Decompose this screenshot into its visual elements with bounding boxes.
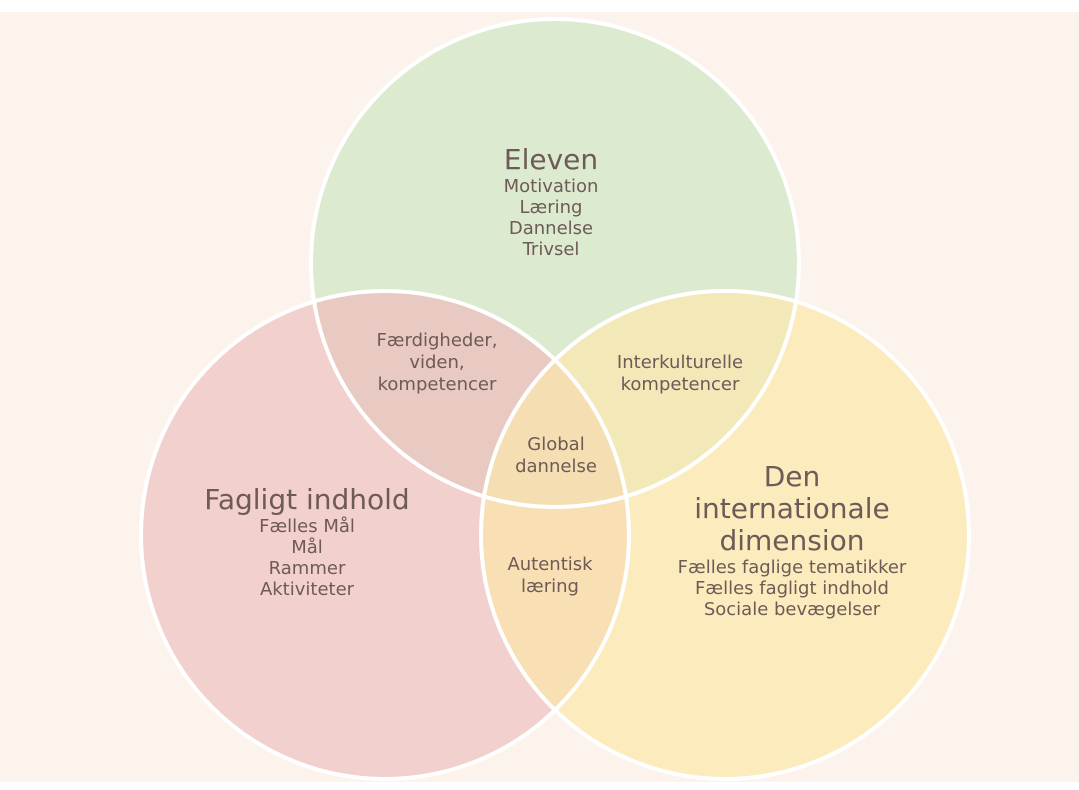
center-label: Global [527, 434, 584, 455]
fagligt-item: Mål [291, 537, 323, 558]
eleven-item: Motivation [504, 176, 599, 197]
den-item: Sociale bevægelser [704, 599, 881, 620]
den-title-line: internationale [694, 492, 889, 525]
fagligt-item: Rammer [269, 558, 346, 579]
overlap-fagligt-den-label: læring [521, 576, 579, 597]
overlap-eleven-fagligt-label: Færdigheder, [376, 330, 497, 351]
den-item: Fælles fagligt indhold [695, 578, 889, 599]
outline-eleven [309, 17, 801, 509]
den-item: Fælles faglige tematikker [678, 557, 907, 578]
overlap-eleven-fagligt-label: kompetencer [378, 374, 497, 395]
overlap-eleven-fagligt [311, 291, 629, 507]
eleven-item: Trivsel [522, 239, 580, 260]
outline-fagligt [139, 289, 631, 781]
fagligt-item: Fælles Mål [259, 516, 355, 537]
overlap-eleven-fagligt-label: viden, [409, 352, 464, 373]
overlap-eleven-den [481, 291, 799, 507]
overlap-fagligt-den-label: Autentisk [507, 554, 593, 575]
fagligt-title: Fagligt indhold [204, 483, 409, 516]
eleven-title: Eleven [504, 143, 598, 176]
eleven-item: Dannelse [509, 218, 593, 239]
outline-den [479, 289, 971, 781]
center-label: dannelse [515, 456, 597, 477]
den-title-line: Den [764, 460, 821, 493]
fagligt-item: Aktiviteter [260, 579, 355, 600]
eleven-item: Læring [520, 197, 583, 218]
overlap-eleven-den-label: kompetencer [621, 374, 740, 395]
den-title-line: dimension [719, 524, 864, 557]
overlap-eleven-den-label: Interkulturelle [617, 352, 743, 373]
